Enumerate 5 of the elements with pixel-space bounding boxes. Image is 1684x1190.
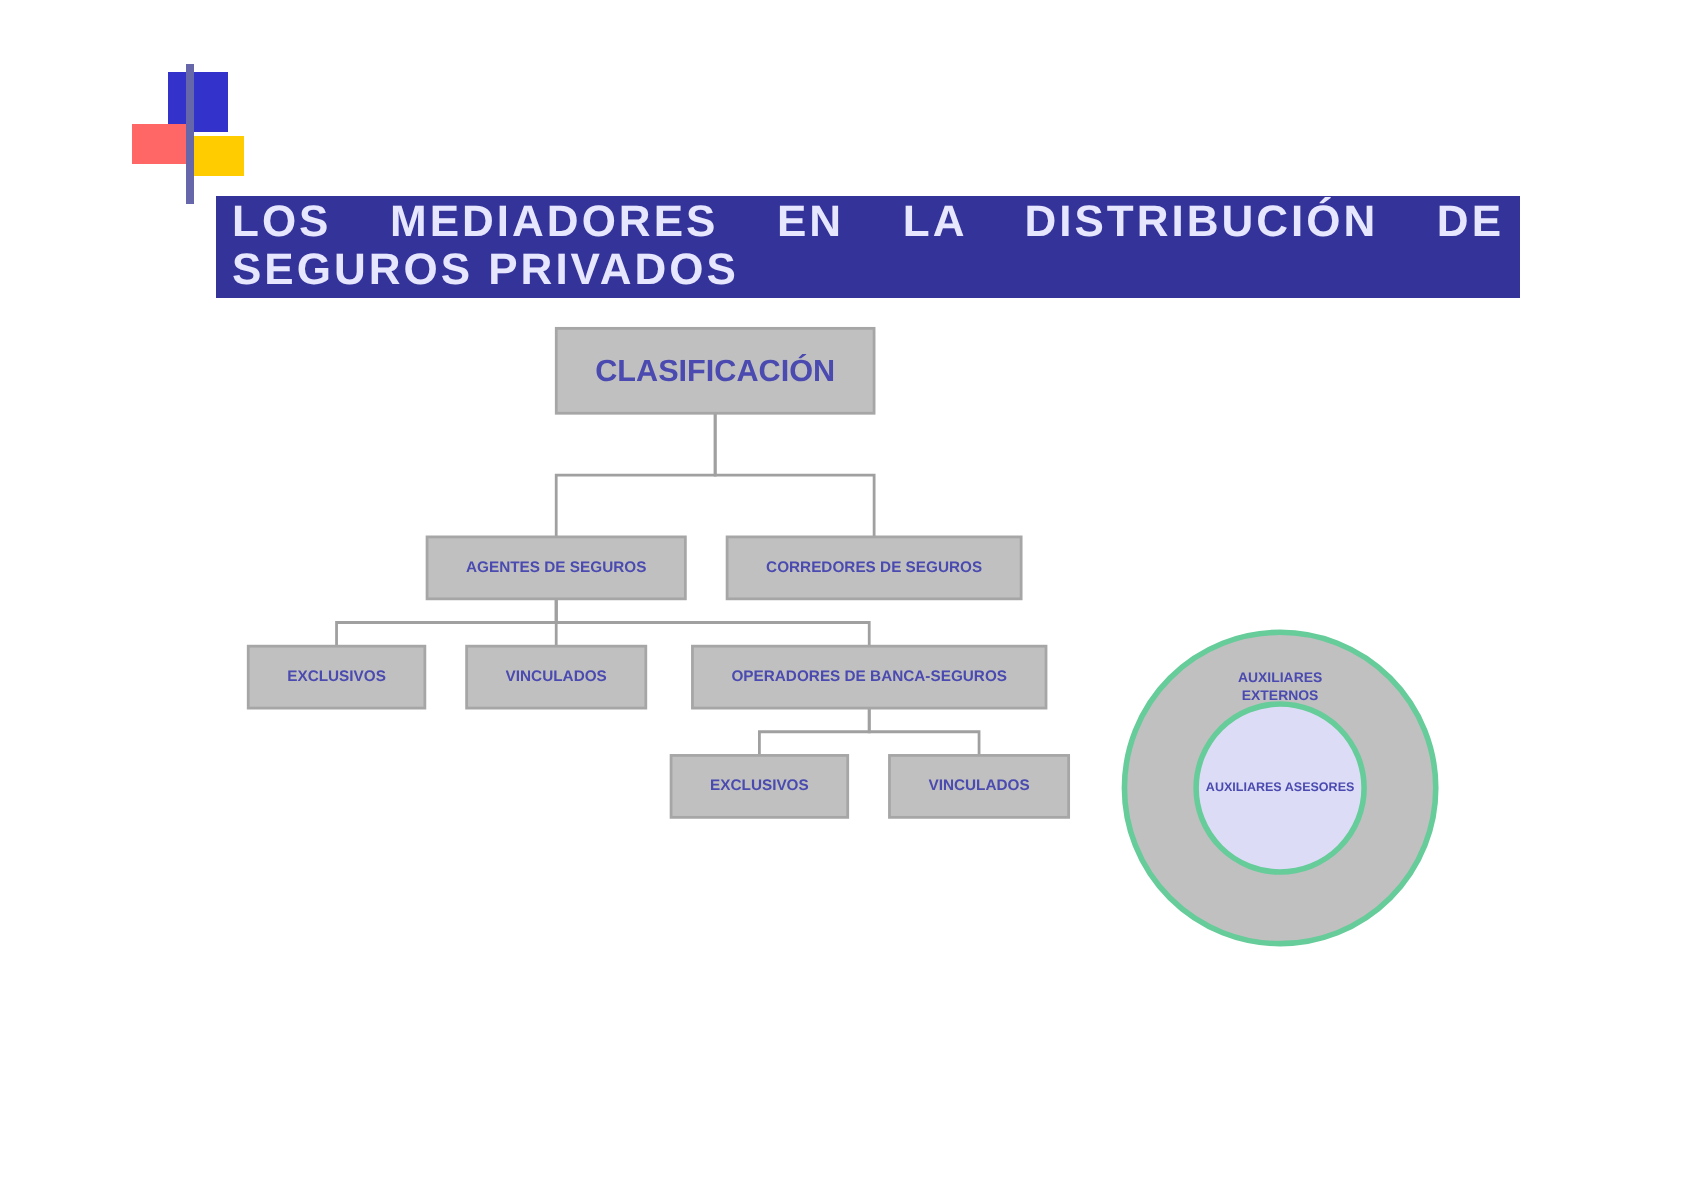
connector (554, 598, 871, 647)
node-box: CLASIFICACIÓN (554, 326, 876, 415)
slide-title: LOS MEDIADORES EN LA DISTRIBUCIÓN DE SEGUROS PRIVADOS (216, 196, 1520, 298)
connector (867, 708, 981, 756)
connector (713, 413, 876, 537)
